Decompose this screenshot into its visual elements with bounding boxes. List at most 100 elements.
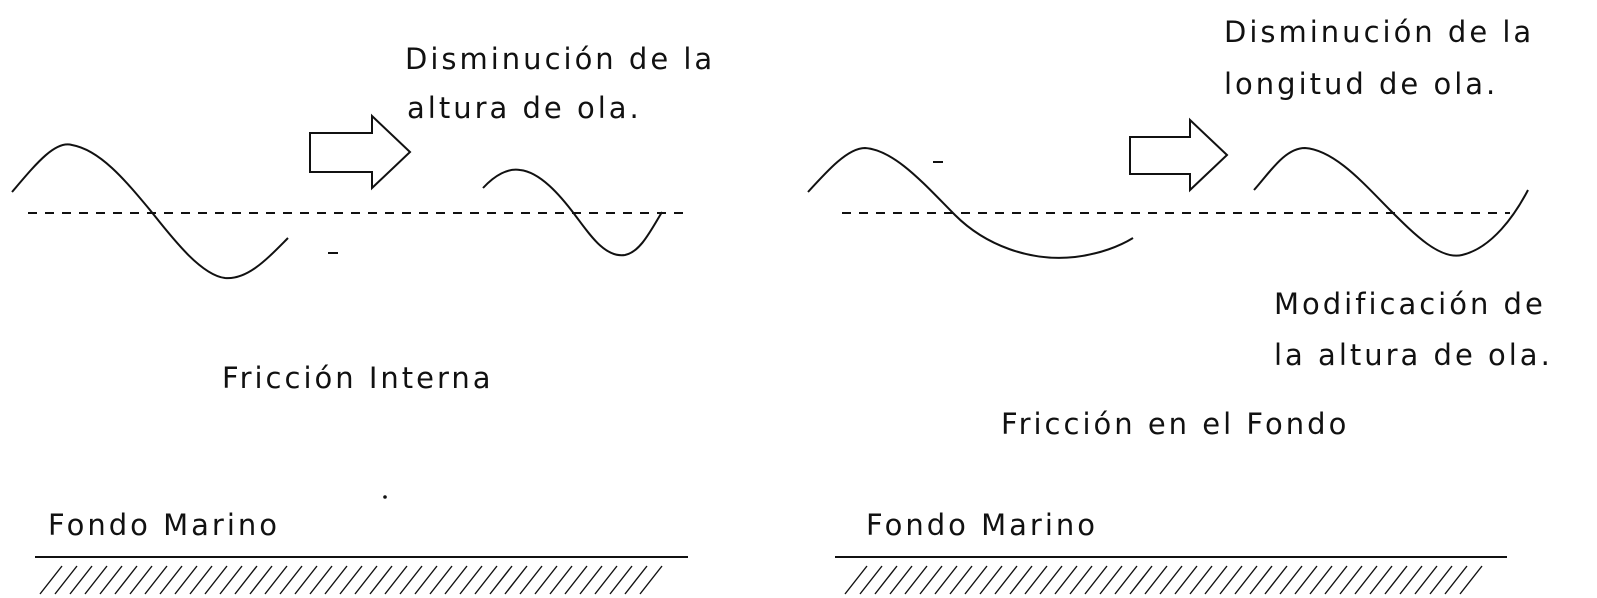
hatch-stroke bbox=[99, 565, 123, 595]
hatch-stroke bbox=[639, 565, 663, 595]
left-seabed-hatching bbox=[39, 565, 663, 595]
hatch-stroke bbox=[144, 565, 168, 595]
right-annotation-top-line2: longitud de ola. bbox=[1224, 67, 1499, 101]
hatch-stroke bbox=[1234, 565, 1258, 595]
hatch-stroke bbox=[564, 565, 588, 595]
hatch-stroke bbox=[474, 565, 498, 595]
left-wave-before bbox=[11, 143, 289, 280]
hatch-stroke bbox=[294, 565, 318, 595]
hatch-stroke bbox=[1024, 565, 1048, 595]
hatch-stroke bbox=[549, 565, 573, 595]
hatch-stroke bbox=[1129, 565, 1153, 595]
hatch-stroke bbox=[249, 565, 273, 595]
hatch-stroke bbox=[264, 565, 288, 595]
left-panel-title: Fricción Interna bbox=[222, 361, 494, 395]
hatch-stroke bbox=[949, 565, 973, 595]
hatch-stroke bbox=[579, 565, 603, 595]
hatch-stroke bbox=[904, 565, 928, 595]
right-wave-before bbox=[807, 146, 1134, 259]
hatch-stroke bbox=[114, 565, 138, 595]
hatch-stroke bbox=[1324, 565, 1348, 595]
hatch-stroke bbox=[489, 565, 513, 595]
hatch-stroke bbox=[39, 565, 63, 595]
hatch-stroke bbox=[624, 565, 648, 595]
right-panel-title: Fricción en el Fondo bbox=[1001, 407, 1350, 441]
hatch-stroke bbox=[844, 565, 868, 595]
left-dot-mark bbox=[383, 495, 387, 499]
hatch-stroke bbox=[1219, 565, 1243, 595]
hatch-stroke bbox=[69, 565, 93, 595]
hatch-stroke bbox=[1414, 565, 1438, 595]
hatch-stroke bbox=[1114, 565, 1138, 595]
hatch-stroke bbox=[429, 565, 453, 595]
hatch-stroke bbox=[219, 565, 243, 595]
hatch-stroke bbox=[1279, 565, 1303, 595]
right-wave-after bbox=[1253, 146, 1529, 257]
hatch-stroke bbox=[1009, 565, 1033, 595]
hatch-stroke bbox=[174, 565, 198, 595]
right-seabed-hatching bbox=[844, 565, 1483, 595]
hatch-stroke bbox=[1174, 565, 1198, 595]
hatch-stroke bbox=[534, 565, 558, 595]
hatch-stroke bbox=[324, 565, 348, 595]
hatch-stroke bbox=[609, 565, 633, 595]
left-annotation-line1: Disminución de la bbox=[405, 42, 716, 76]
hatch-stroke bbox=[1264, 565, 1288, 595]
hatch-stroke bbox=[1189, 565, 1213, 595]
hatch-stroke bbox=[1459, 565, 1483, 595]
hatch-stroke bbox=[1429, 565, 1453, 595]
hatch-stroke bbox=[889, 565, 913, 595]
hatch-stroke bbox=[504, 565, 528, 595]
right-annotation-top-line1: Disminución de la bbox=[1224, 15, 1535, 49]
hatch-stroke bbox=[1039, 565, 1063, 595]
hatch-stroke bbox=[279, 565, 303, 595]
hatch-stroke bbox=[979, 565, 1003, 595]
hatch-stroke bbox=[1309, 565, 1333, 595]
left-seabed-label: Fondo Marino bbox=[48, 508, 281, 542]
right-annotation-bottom-line1: Modificación de bbox=[1274, 287, 1546, 321]
hatch-stroke bbox=[964, 565, 988, 595]
hatch-stroke bbox=[234, 565, 258, 595]
hatch-stroke bbox=[414, 565, 438, 595]
left-wave-after bbox=[482, 168, 663, 257]
hatch-stroke bbox=[459, 565, 483, 595]
hatch-stroke bbox=[54, 565, 78, 595]
hatch-stroke bbox=[919, 565, 943, 595]
hatch-stroke bbox=[1144, 565, 1168, 595]
left-annotation-line2: altura de ola. bbox=[407, 91, 642, 125]
hatch-stroke bbox=[1159, 565, 1183, 595]
hatch-stroke bbox=[519, 565, 543, 595]
hatch-stroke bbox=[1054, 565, 1078, 595]
hatch-stroke bbox=[189, 565, 213, 595]
right-annotation-bottom-line2: la altura de ola. bbox=[1274, 338, 1553, 372]
hatch-stroke bbox=[594, 565, 618, 595]
hatch-stroke bbox=[1339, 565, 1363, 595]
hatch-stroke bbox=[1399, 565, 1423, 595]
hatch-stroke bbox=[1444, 565, 1468, 595]
hatch-stroke bbox=[84, 565, 108, 595]
hatch-stroke bbox=[1249, 565, 1273, 595]
hatch-stroke bbox=[339, 565, 363, 595]
hatch-stroke bbox=[1384, 565, 1408, 595]
hatch-stroke bbox=[934, 565, 958, 595]
hatch-stroke bbox=[1294, 565, 1318, 595]
right-right-arrow bbox=[1129, 117, 1229, 193]
hatch-stroke bbox=[1099, 565, 1123, 595]
hatch-stroke bbox=[369, 565, 393, 595]
hatch-stroke bbox=[859, 565, 883, 595]
hatch-stroke bbox=[1204, 565, 1228, 595]
hatch-stroke bbox=[384, 565, 408, 595]
hatch-stroke bbox=[994, 565, 1018, 595]
left-right-arrow bbox=[309, 113, 412, 191]
hatch-stroke bbox=[159, 565, 183, 595]
hatch-stroke bbox=[129, 565, 153, 595]
hatch-stroke bbox=[1069, 565, 1093, 595]
hatch-stroke bbox=[444, 565, 468, 595]
hatch-stroke bbox=[1084, 565, 1108, 595]
hatch-stroke bbox=[204, 565, 228, 595]
hatch-stroke bbox=[874, 565, 898, 595]
hatch-stroke bbox=[399, 565, 423, 595]
right-seabed-label: Fondo Marino bbox=[866, 508, 1099, 542]
